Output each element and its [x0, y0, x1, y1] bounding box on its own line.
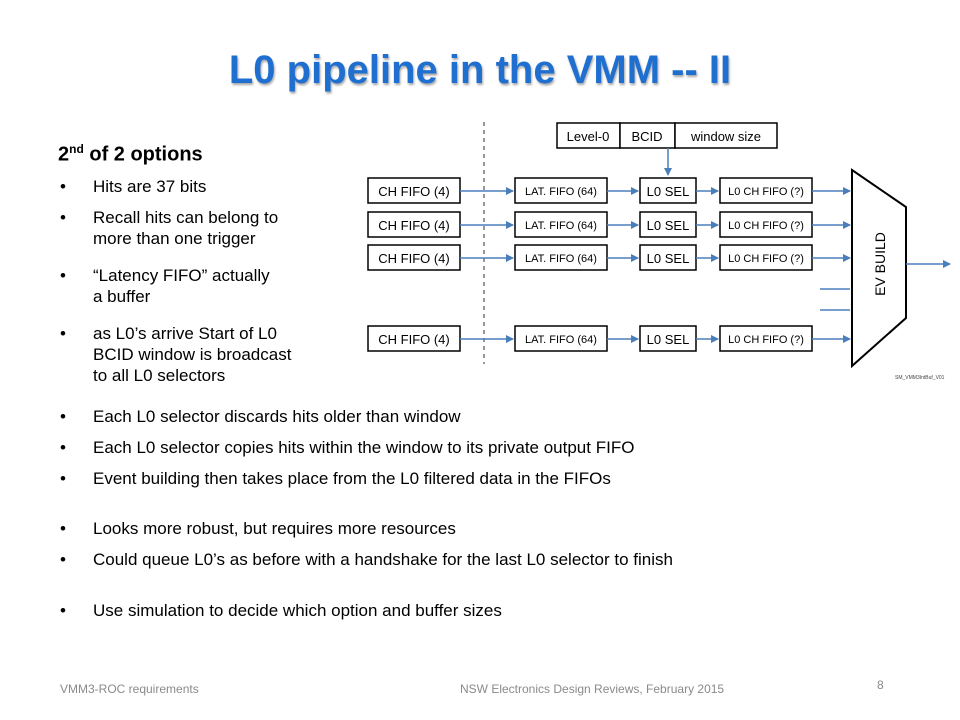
bullet-icon: • — [60, 324, 66, 343]
bullet-icon: • — [60, 407, 66, 426]
ch-fifo-label: CH FIFO (4) — [378, 251, 450, 266]
l0-sel-label: L0 SEL — [647, 218, 690, 233]
pipeline-row: CH FIFO (4) LAT. FIFO (64) L0 SEL L0 CH … — [367, 325, 851, 352]
ev-build-label: EV BUILD — [872, 232, 888, 296]
slide-title: L0 pipeline in the VMM -- II — [228, 48, 732, 92]
bullet-text: more than one trigger — [93, 229, 256, 248]
lat-fifo-label: LAT. FIFO (64) — [525, 334, 597, 346]
page-number: 8 — [877, 678, 884, 692]
l0-ch-fifo-label: L0 CH FIFO (?) — [728, 220, 804, 232]
subheading: 2nd of 2 options — [58, 142, 203, 167]
bullet-icon: • — [60, 469, 66, 488]
header-cell-window — [674, 122, 778, 149]
bullet-text: Could queue L0’s as before with a handsh… — [93, 550, 673, 569]
ch-fifo-label: CH FIFO (4) — [378, 218, 450, 233]
bullet-icon: • — [60, 177, 66, 196]
ch-fifo-label: CH FIFO (4) — [378, 332, 450, 347]
l0-sel-label: L0 SEL — [647, 251, 690, 266]
header-bcid-label: BCID — [631, 129, 662, 144]
l0-ch-fifo-label: L0 CH FIFO (?) — [728, 253, 804, 265]
l0-ch-fifo-label: L0 CH FIFO (?) — [728, 186, 804, 198]
bullet-text: to all L0 selectors — [93, 366, 226, 385]
ev-build-block — [851, 168, 907, 369]
bullet-icon: • — [60, 266, 66, 285]
subheading-prefix: 2 — [58, 143, 70, 166]
bullet-icon: • — [60, 519, 66, 538]
bullet-text: Each L0 selector copies hits within the … — [93, 438, 635, 457]
header-window-label: window size — [690, 129, 761, 144]
file-tag: SM_VMM3IntBuf_V01 — [895, 375, 945, 381]
bullet-text: as L0’s arrive Start of L0 — [93, 324, 277, 343]
bullet-text: Recall hits can belong to — [93, 208, 279, 227]
bullet-text: Each L0 selector discards hits older tha… — [93, 407, 461, 426]
pipeline-row: CH FIFO (4) LAT. FIFO (64) L0 SEL L0 CH … — [367, 244, 851, 271]
bullet-icon: • — [60, 550, 66, 569]
bullet-text: a buffer — [93, 287, 151, 306]
bullet-text: Hits are 37 bits — [93, 177, 207, 196]
bullet-icon: • — [60, 601, 66, 620]
ch-fifo-label: CH FIFO (4) — [378, 184, 450, 199]
l0-sel-label: L0 SEL — [647, 332, 690, 347]
header-level0-label: Level-0 — [567, 129, 610, 144]
bullet-text: Looks more robust, but requires more res… — [93, 519, 456, 538]
lat-fifo-label: LAT. FIFO (64) — [525, 220, 597, 232]
bullet-text: Use simulation to decide which option an… — [93, 601, 502, 620]
subheading-suffix: of 2 options — [83, 143, 203, 166]
footer-left: VMM3-ROC requirements — [60, 682, 199, 696]
bullet-icon: • — [60, 438, 66, 457]
bullet-icon: • — [60, 208, 66, 227]
lat-fifo-label: LAT. FIFO (64) — [525, 186, 597, 198]
pipeline-row: CH FIFO (4) LAT. FIFO (64) L0 SEL L0 CH … — [367, 211, 851, 238]
l0-sel-label: L0 SEL — [647, 184, 690, 199]
bullet-text: “Latency FIFO” actually — [93, 266, 270, 285]
bullet-text: BCID window is broadcast — [93, 345, 292, 364]
bullet-text: Event building then takes place from the… — [93, 469, 611, 488]
l0-ch-fifo-label: L0 CH FIFO (?) — [728, 334, 804, 346]
pipeline-row: CH FIFO (4) LAT. FIFO (64) L0 SEL L0 CH … — [367, 177, 851, 204]
lat-fifo-label: LAT. FIFO (64) — [525, 253, 597, 265]
subheading-superscript: nd — [69, 142, 84, 156]
footer-center: NSW Electronics Design Reviews, February… — [460, 682, 725, 696]
